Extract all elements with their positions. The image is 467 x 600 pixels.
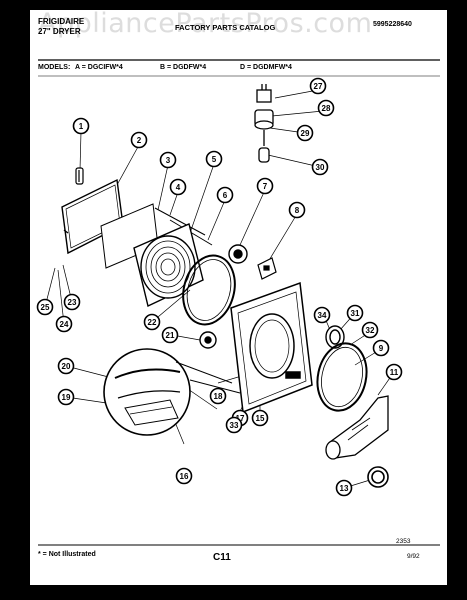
callout-8: 8 — [288, 201, 306, 219]
callout-label: 25 — [41, 303, 50, 312]
part-inner-door — [133, 223, 204, 308]
detail-magnifier — [103, 348, 241, 436]
callout-label: 6 — [223, 191, 228, 200]
product-label: 27" DRYER — [38, 27, 81, 36]
callout-label: 16 — [180, 472, 189, 481]
callout-4: 4 — [169, 178, 187, 196]
callout-label: 7 — [263, 182, 268, 191]
callout-19: 19 — [57, 388, 75, 406]
callout-label: 31 — [351, 309, 360, 318]
part-cup-34 — [325, 325, 345, 349]
callout-3: 3 — [159, 151, 177, 169]
callout-label: 2 — [137, 136, 142, 145]
callout-32: 32 — [361, 321, 379, 339]
callout-20: 20 — [57, 357, 75, 375]
parts-catalog-sheet — [30, 10, 447, 585]
callout-label: 34 — [318, 311, 327, 320]
callout-13: 13 — [335, 479, 353, 497]
part-knob-21 — [199, 331, 217, 349]
callout-label: 15 — [256, 414, 265, 423]
revision-date: 9/92 — [407, 553, 420, 560]
catalog-number: 5995228640 — [373, 21, 412, 28]
callout-label: 4 — [176, 183, 181, 192]
leader-lines — [44, 89, 395, 489]
callout-label: 8 — [295, 206, 300, 215]
callout-label: 1 — [79, 122, 84, 131]
page-number: C11 — [213, 552, 231, 563]
callout-label: 23 — [68, 298, 77, 307]
callout-28: 28 — [317, 99, 335, 117]
callout-5: 5 — [205, 150, 223, 168]
callout-23: 23 — [63, 293, 81, 311]
callout-27: 27 — [309, 77, 327, 95]
callout-label: 20 — [62, 362, 71, 371]
callout-label: 18 — [214, 392, 223, 401]
callout-label: 29 — [301, 129, 310, 138]
watermark: AppliancePartsPros.com — [38, 8, 373, 39]
callout-label: 5 — [212, 155, 217, 164]
callout-31: 31 — [346, 304, 364, 322]
callout-label: 17 — [236, 414, 245, 423]
part-switch-assembly — [254, 84, 274, 163]
callout-6: 6 — [216, 186, 234, 204]
callout-label: 30 — [316, 163, 325, 172]
part-drum-ring — [316, 342, 368, 412]
footnote: * = Not Illustrated — [38, 551, 96, 558]
callout-9: 9 — [372, 339, 390, 357]
part-hinge-8 — [257, 257, 277, 280]
callout-33: 33 — [225, 416, 243, 434]
callout-18: 18 — [209, 387, 227, 405]
part-door-seal-ring — [182, 254, 236, 326]
callout-34: 34 — [313, 306, 331, 324]
model-a: A = DGCIFW*4 — [75, 64, 123, 71]
part-duct-11 — [325, 395, 389, 460]
callout-11: 11 — [385, 363, 403, 381]
callout-label: 24 — [60, 320, 69, 329]
callout-22: 22 — [143, 313, 161, 331]
callout-label: 28 — [322, 104, 331, 113]
catalog-title: FACTORY PARTS CATALOG — [175, 23, 276, 32]
callout-label: 21 — [166, 331, 175, 340]
callout-label: 27 — [314, 82, 323, 91]
callout-30: 30 — [311, 158, 329, 176]
callout-15: 15 — [251, 409, 269, 427]
part-cap-13 — [367, 466, 389, 488]
callout-25: 25 — [36, 298, 54, 316]
callout-16: 16 — [175, 467, 193, 485]
model-d: D = DGDMFW*4 — [240, 64, 292, 71]
callout-7: 7 — [256, 177, 274, 195]
part-grommet-7 — [228, 244, 248, 264]
callout-label: 11 — [390, 368, 399, 377]
callout-1: 1 — [72, 117, 90, 135]
callout-label: 32 — [366, 326, 375, 335]
callout-layer: 1234567891113151617181920212223242527282… — [36, 77, 403, 497]
callout-21: 21 — [161, 326, 179, 344]
callout-label: 9 — [379, 344, 384, 353]
callout-label: 19 — [62, 393, 71, 402]
callout-label: 13 — [340, 484, 349, 493]
model-b: B = DGDFW*4 — [160, 64, 207, 71]
callout-label: 33 — [230, 421, 239, 430]
models-label: MODELS: — [38, 64, 71, 71]
callout-2: 2 — [130, 131, 148, 149]
callout-29: 29 — [296, 124, 314, 142]
brand-label: FRIGIDAIRE — [38, 17, 85, 26]
callout-24: 24 — [55, 315, 73, 333]
figure-number: 2353 — [396, 538, 411, 545]
callout-label: 3 — [166, 156, 171, 165]
callout-label: 22 — [148, 318, 157, 327]
part-front-panel — [230, 281, 313, 414]
part-clip-1 — [75, 167, 84, 185]
